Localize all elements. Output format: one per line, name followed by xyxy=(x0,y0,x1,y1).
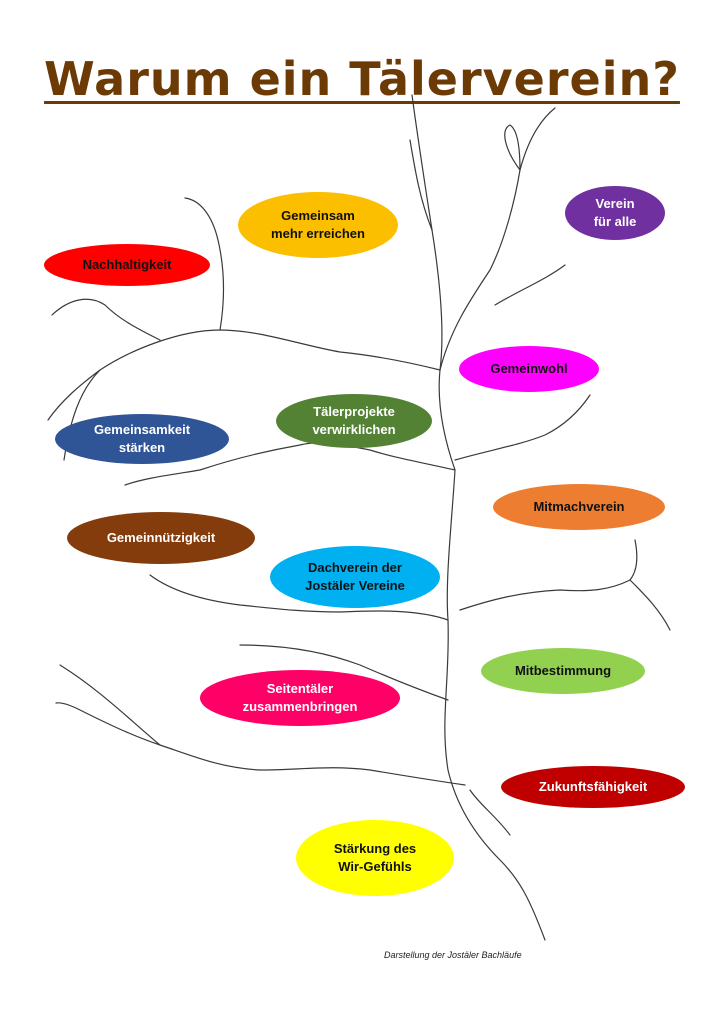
bubble-label: Nachhaltigkeit xyxy=(82,257,172,272)
right-bottom-branch xyxy=(469,789,511,836)
right-branch-1 xyxy=(494,264,566,306)
left-small-2 xyxy=(51,298,161,341)
upper-right-branch xyxy=(439,107,556,371)
upper-right-loop xyxy=(504,124,521,171)
main-river-line xyxy=(411,94,546,941)
left-bottom-sub xyxy=(59,664,161,746)
bubble-label: Zukunftsfähigkeit xyxy=(538,779,648,794)
bubble-label: Gemeinwohl xyxy=(490,361,568,376)
page-title: Warum ein Tälerverein? xyxy=(44,52,680,106)
left-small-1 xyxy=(184,197,225,331)
left-mid-branch xyxy=(124,442,456,486)
bubble-nachhaltigkeit: Nachhaltigkeit xyxy=(44,244,210,286)
bubble-label: Mitbestimmung xyxy=(514,663,612,678)
bubble-label: Mitmachverein xyxy=(533,499,625,514)
right-mid-branch xyxy=(454,394,591,461)
bubble-gemeinwohl: Gemeinwohl xyxy=(459,346,599,392)
bubble-label: Gemeinnützigkeit xyxy=(106,530,216,545)
left-bottom-branch xyxy=(55,702,466,786)
bubble-mitbestimmung: Mitbestimmung xyxy=(481,648,645,694)
bubble-mitmachverein: Mitmachverein xyxy=(493,484,665,530)
bubble-gemeinnuetzigkeit: Gemeinnützigkeit xyxy=(67,512,255,564)
figure-caption: Darstellung der Jostäler Bachläufe xyxy=(384,950,522,960)
right-lower-branch xyxy=(459,539,638,611)
upper-left-branch xyxy=(409,139,433,231)
right-lower-sub xyxy=(629,579,671,631)
left-lower-branch-2 xyxy=(239,644,449,701)
bubble-zukunftsfaehigkeit: Zukunftsfähigkeit xyxy=(501,766,685,808)
left-lower-branch xyxy=(149,574,449,621)
